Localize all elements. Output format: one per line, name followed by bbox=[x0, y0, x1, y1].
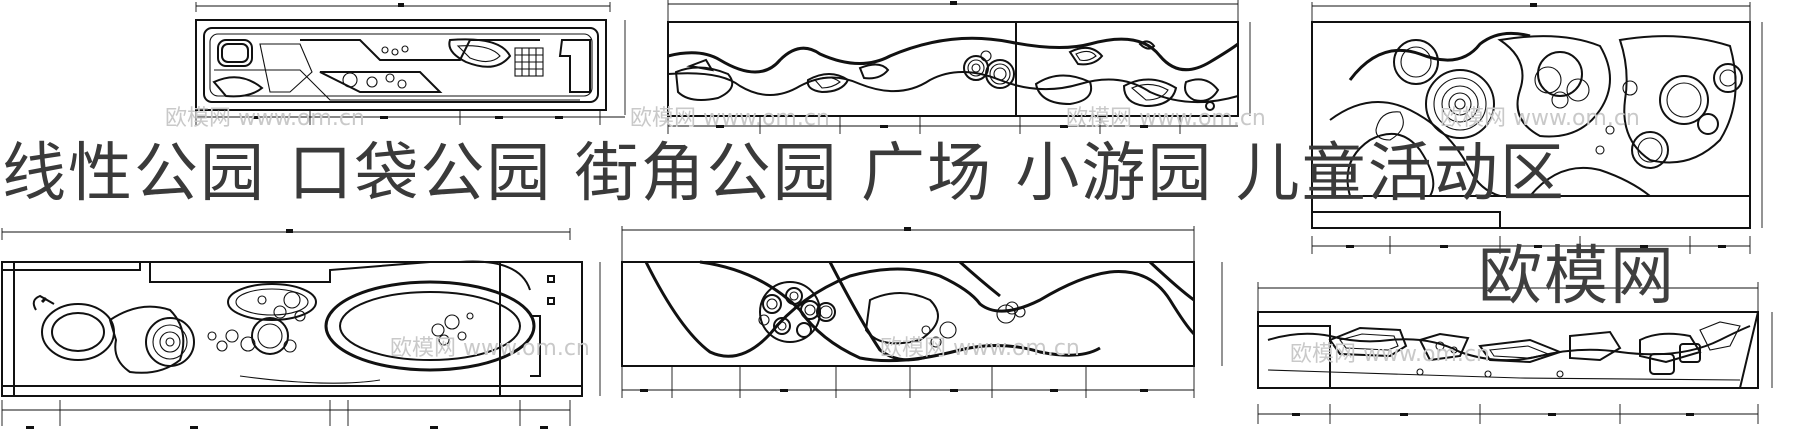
park-plan-square bbox=[1, 228, 601, 429]
brand-logo-text: 欧模网 bbox=[1478, 240, 1676, 314]
watermark: 欧模网 www.om.cn bbox=[1440, 106, 1640, 131]
park-plan-linear bbox=[195, 2, 626, 125]
park-plan-pocket bbox=[667, 0, 1251, 134]
watermark: 欧模网 www.om.cn bbox=[165, 106, 365, 131]
watermark: 欧模网 www.om.cn bbox=[630, 106, 830, 131]
park-plan-garden bbox=[621, 226, 1223, 398]
watermark: 欧模网 www.om.cn bbox=[880, 336, 1080, 361]
park-plan-corner bbox=[1311, 2, 1763, 254]
watermark: 欧模网 www.om.cn bbox=[390, 336, 590, 361]
park-types-heading: 线性公园 口袋公园 街角公园 广场 小游园 儿童活动区 bbox=[2, 137, 1566, 211]
watermark: 欧模网 www.om.cn bbox=[1066, 106, 1266, 131]
watermark: 欧模网 www.om.cn bbox=[1290, 342, 1490, 367]
park-plan-children bbox=[1257, 282, 1773, 424]
